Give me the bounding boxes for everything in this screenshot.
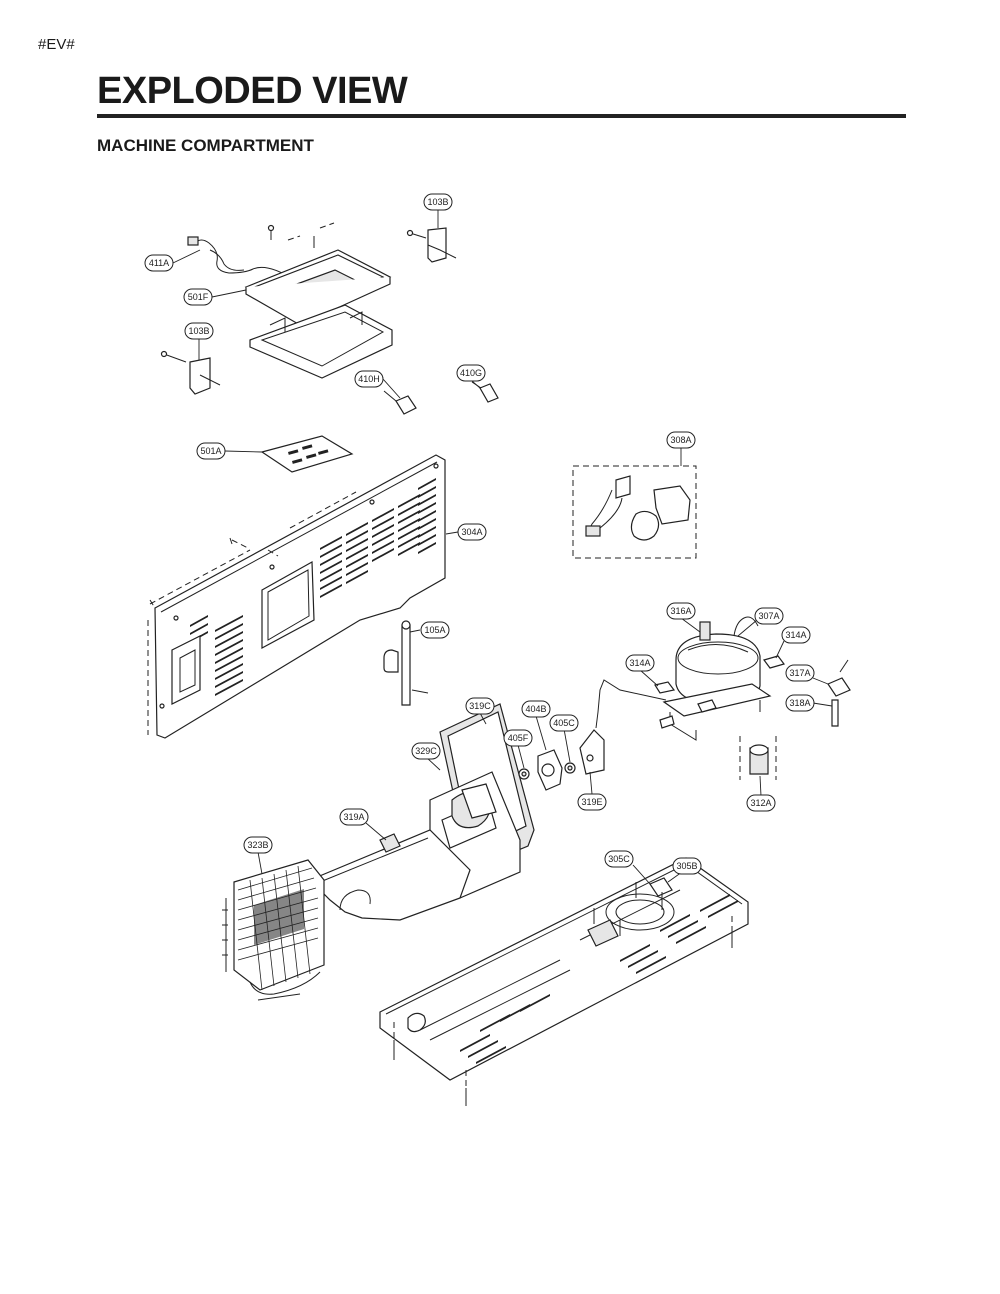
section-title: MACHINE COMPARTMENT	[97, 136, 314, 155]
washer-405c	[564, 762, 576, 774]
grommet-305b	[649, 877, 673, 897]
callout-label: 103B	[188, 326, 209, 336]
capacitor-410h	[383, 390, 417, 415]
base-plate	[379, 857, 749, 1081]
callout-label: 314A	[629, 658, 650, 668]
callout-323b: 323B	[243, 836, 273, 854]
callout-label: 410H	[358, 374, 380, 384]
callout-411a: 411A	[144, 254, 174, 272]
callout-label: 501F	[188, 292, 209, 302]
callout-317a: 317A	[785, 664, 815, 682]
callout-label: 501A	[200, 446, 221, 456]
callout-label: 103B	[427, 197, 448, 207]
callout-314a-left: 314A	[625, 654, 655, 672]
compressor-316a	[662, 616, 772, 741]
callout-318a: 318A	[785, 694, 815, 712]
vent-slots-right	[320, 478, 436, 598]
pcb-cover-501f	[244, 236, 392, 326]
callout-label: 319E	[581, 797, 602, 807]
callout-501a: 501A	[196, 442, 226, 460]
callout-404b: 404B	[521, 700, 551, 718]
callout-405c: 405C	[549, 714, 579, 732]
drain-pipe-105a	[383, 620, 429, 706]
callout-307a: 307A	[754, 607, 784, 625]
callout-label: 307A	[758, 611, 779, 621]
callout-305b: 305B	[672, 857, 702, 875]
guide-line	[287, 222, 335, 241]
discharge-pipe	[595, 679, 667, 729]
callout-308a: 308A	[666, 431, 696, 449]
screw-top	[267, 224, 275, 240]
callout-leaders	[172, 210, 833, 885]
bracket-103b-top	[406, 227, 457, 263]
callout-319c: 319C	[465, 697, 495, 715]
callout-label: 304A	[461, 527, 482, 537]
callout-319e: 319E	[577, 793, 607, 811]
callout-label: 316A	[670, 606, 691, 616]
callout-label: 405C	[553, 718, 575, 728]
base-vent-slots	[460, 894, 738, 1064]
callout-label: 308A	[670, 435, 691, 445]
pcb-case-lower	[249, 304, 393, 379]
washer-405f	[518, 768, 530, 780]
callout-501f: 501F	[183, 288, 213, 306]
fitting-318a	[831, 699, 839, 727]
callout-103b-left: 103B	[184, 322, 214, 340]
callout-label: 305B	[676, 861, 697, 871]
bracket-103b-left	[160, 350, 221, 395]
part-312a	[739, 736, 777, 780]
page-tag: #EV#	[38, 36, 75, 53]
callout-label: 305C	[608, 854, 630, 864]
condenser-323b	[222, 859, 325, 1001]
relay-olp-308a	[572, 465, 697, 559]
power-cord-411a	[187, 236, 294, 280]
vent-slots-left	[190, 615, 243, 696]
fan-blade-404b	[537, 749, 563, 791]
callout-label: 312A	[750, 798, 771, 808]
callout-label: 105A	[424, 625, 445, 635]
callout-label: 329C	[415, 746, 437, 756]
callout-label: 319A	[343, 812, 364, 822]
base-tray-319a	[308, 829, 471, 921]
callout-410g: 410G	[456, 364, 486, 382]
drain-pan-319e	[579, 729, 605, 775]
callout-405f: 405F	[503, 729, 533, 747]
callout-label: 411A	[149, 258, 169, 268]
callout-label: 319C	[469, 701, 491, 711]
back-panel-304a	[147, 454, 446, 739]
compressor-bolts	[659, 699, 717, 729]
callout-label: 317A	[789, 668, 810, 678]
pcb-501a	[260, 435, 354, 473]
callout-304a: 304A	[457, 523, 487, 541]
callout-314a-right: 314A	[781, 626, 811, 644]
compressor-grommet-314a-left	[654, 681, 676, 694]
page-title: EXPLODED VIEW	[97, 70, 408, 112]
callout-410h: 410H	[354, 370, 384, 388]
callout-329c: 329C	[411, 742, 441, 760]
fitting-317a	[827, 659, 851, 697]
callout-label: 323B	[247, 840, 268, 850]
callout-319a: 319A	[339, 808, 369, 826]
title-rule	[97, 114, 906, 118]
callout-label: 405F	[508, 733, 529, 743]
compressor-grommet-314a-right	[762, 655, 786, 669]
callout-label: 404B	[525, 704, 546, 714]
callout-label: 318A	[789, 698, 810, 708]
callout-305c: 305C	[604, 850, 634, 868]
callout-312a: 312A	[746, 794, 776, 812]
callout-316a: 316A	[666, 602, 696, 620]
callout-label: 314A	[785, 630, 806, 640]
base-bolts	[393, 882, 733, 1106]
callout-label: 410G	[460, 368, 482, 378]
callout-105a: 105A	[420, 621, 450, 639]
callout-103b-top: 103B	[423, 193, 453, 211]
